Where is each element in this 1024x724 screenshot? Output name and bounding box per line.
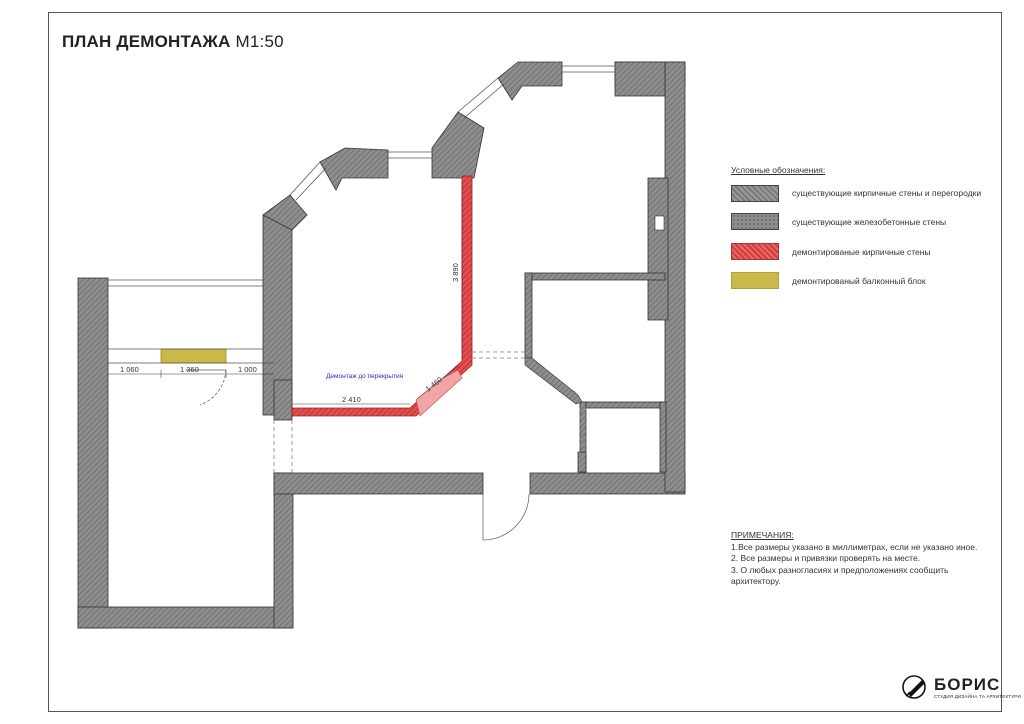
pen-nib-icon xyxy=(902,675,926,699)
demolished-walls xyxy=(291,175,473,417)
dim-1060: 1 060 xyxy=(120,365,139,374)
demolished-balcony-block xyxy=(160,348,227,364)
legend-item-concrete xyxy=(731,212,779,230)
legend-item-brick xyxy=(731,184,779,202)
logo-subtitle: СТУДИЯ ДИЗАЙНА ТА АРХИТЕКТУРИ xyxy=(934,693,1021,699)
note-line: 1.Все размеры указано в миллиметрах, есл… xyxy=(731,541,978,552)
legend-item-balcony xyxy=(731,271,779,289)
legend-item-demolished xyxy=(731,242,779,260)
legend-heading: Условные обозначения: xyxy=(731,165,826,175)
dimension-lines xyxy=(108,182,463,405)
demolition-note: Демонтаж до перекрытия xyxy=(326,373,404,380)
plan-title: ПЛАН ДЕМОНТАЖА М1:50 xyxy=(62,32,284,51)
existing-concrete-walls xyxy=(654,215,665,231)
logo-wordmark: БОРИС xyxy=(934,674,1001,694)
dim-1000: 1 000 xyxy=(238,365,257,374)
dim-2410: 2 410 xyxy=(342,395,361,404)
demolished-wall-swatch xyxy=(731,242,779,260)
balcony-block-swatch xyxy=(731,271,779,289)
note-line: 3. О любых разногласиях и предположениях… xyxy=(731,564,949,587)
windows xyxy=(108,65,615,287)
legend-label-balcony: демонтированый балконный блок xyxy=(792,276,926,286)
notes-heading: ПРИМЕЧАНИЯ: xyxy=(731,530,794,540)
dim-3890: 3 890 xyxy=(451,263,460,282)
concrete-wall-swatch xyxy=(731,212,779,230)
studio-logo: БОРИС СТУДИЯ ДИЗАЙНА ТА АРХИТЕКТУРИ xyxy=(902,675,1021,699)
legend-label-concrete: существующие железобетонные стены xyxy=(792,217,947,227)
door-swings xyxy=(186,369,530,541)
existing-brick-walls xyxy=(77,61,686,629)
legend-label-demolished: демонтированые кирпичные стены xyxy=(792,247,931,257)
drawing-sheet-border xyxy=(48,12,1002,712)
notes-block: ПРИМЕЧАНИЯ: 1.Все размеры указано в милл… xyxy=(731,530,991,588)
dim-1360: 1 360 xyxy=(180,365,199,374)
note-line: 2. Все размеры и привязки проверять на м… xyxy=(731,553,921,563)
legend-label-brick: существующие кирпичные стены и перегород… xyxy=(792,188,982,198)
brick-wall-swatch xyxy=(731,184,779,202)
